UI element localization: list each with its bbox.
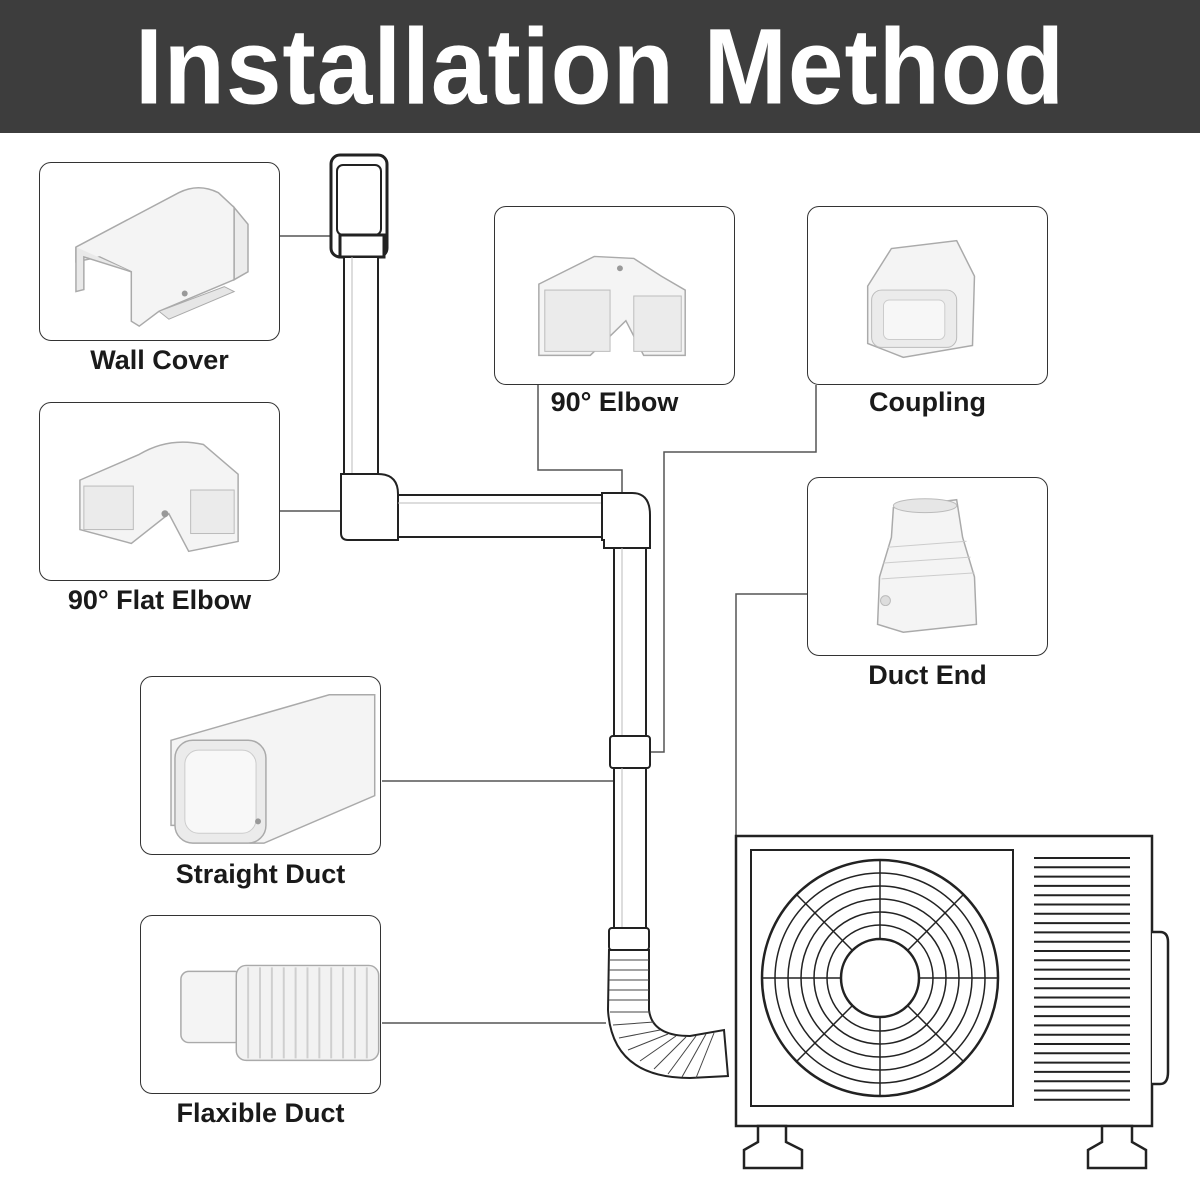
straight-duct-icon <box>170 694 376 844</box>
coupling-icon <box>866 239 976 359</box>
connector-elbow <box>537 385 623 495</box>
vent-louvers <box>1034 857 1130 1101</box>
wall-cover-icon <box>75 186 249 328</box>
card-duct-end <box>807 477 1048 656</box>
label-flat-elbow: 90° Flat Elbow <box>67 585 252 615</box>
duct-vertical-lower <box>613 767 647 931</box>
duct-end-icon <box>876 498 978 634</box>
duct-flexible-bend <box>606 949 730 1080</box>
duct-horizontal <box>397 494 605 538</box>
label-straight-duct: Straight Duct <box>175 859 346 889</box>
left-foot <box>742 1124 804 1170</box>
fan-grille <box>760 858 1000 1098</box>
flat-elbow-icon <box>79 441 239 553</box>
label-wall-cover: Wall Cover <box>90 345 229 375</box>
outdoor-unit-side-panel <box>1152 930 1170 1086</box>
label-flexible-duct: Flaxible Duct <box>176 1098 345 1128</box>
right-foot <box>1086 1124 1148 1170</box>
header-bar: Installation Method <box>0 0 1200 133</box>
page-title: Installation Method <box>134 6 1066 127</box>
duct-run <box>329 153 730 1080</box>
duct-elbow <box>601 492 651 549</box>
flex-corrugation <box>609 959 715 1079</box>
connector-duct-end <box>735 593 807 835</box>
elbow-icon <box>538 255 686 357</box>
connector-coupling <box>650 385 817 753</box>
duct-coupling <box>609 735 651 769</box>
label-elbow: 90° Elbow <box>550 387 679 417</box>
card-straight-duct <box>140 676 381 855</box>
duct-vertical-middle <box>613 547 647 737</box>
card-wall-cover <box>39 162 280 341</box>
duct-vertical-upper <box>343 256 379 478</box>
card-flat-elbow <box>39 402 280 581</box>
card-elbow <box>494 206 735 385</box>
duct-flat-elbow <box>340 473 399 541</box>
connector-lines <box>280 235 817 1024</box>
card-flexible-duct <box>140 915 381 1094</box>
card-coupling <box>807 206 1048 385</box>
label-duct-end: Duct End <box>868 660 987 690</box>
label-coupling: Coupling <box>869 387 986 417</box>
flexible-duct-icon <box>180 964 380 1062</box>
duct-flexible-collar <box>608 927 650 951</box>
